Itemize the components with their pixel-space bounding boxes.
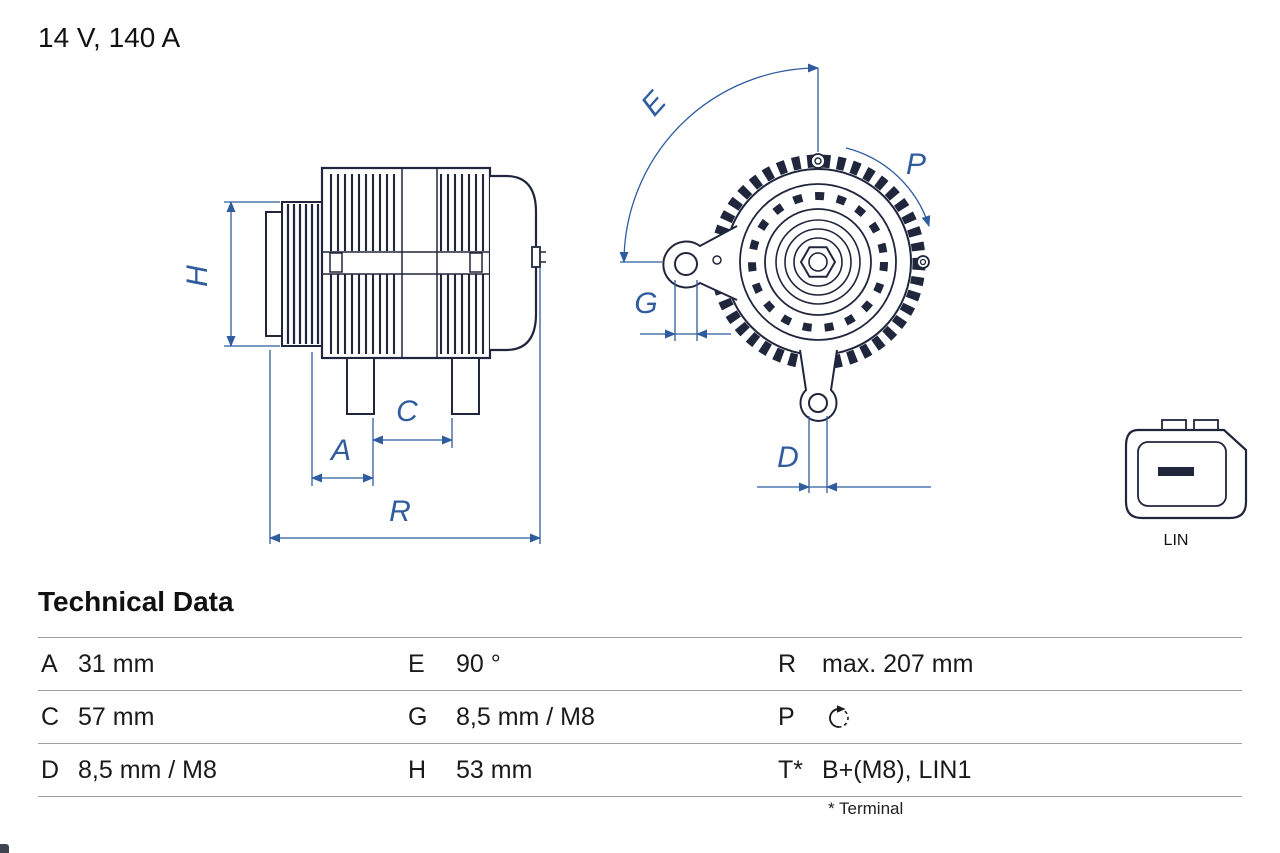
tech-key-cell: A [41, 649, 58, 678]
technical-data-title: Technical Data [38, 586, 234, 617]
tech-value-cell: 8,5 mm / M8 [78, 755, 217, 784]
right-tab [916, 255, 930, 269]
pulley-side [265, 201, 323, 347]
bottom-mounting-lug [799, 349, 838, 422]
table-row: C 57 mm G 8,5 mm / M8 P [38, 690, 1242, 743]
tech-value-cell: 90 ° [456, 649, 501, 678]
dim-label-A: A [329, 434, 351, 467]
dimension-H [224, 201, 280, 347]
tech-key-cell: G [408, 702, 428, 731]
tech-value-cell: 53 mm [456, 755, 533, 784]
dimension-letters: H A C R E P G D [181, 84, 926, 528]
tech-key-cell: P [778, 702, 795, 731]
tech-key-cell: D [41, 755, 60, 784]
tech-key-cell: C [41, 702, 60, 731]
dim-label-P: P [906, 148, 926, 181]
lin-connector-drawing: LIN [1124, 419, 1248, 549]
dim-label-D: D [777, 441, 799, 474]
alternator-side-view [265, 166, 546, 415]
dimension-A [311, 352, 374, 486]
dimension-P [845, 147, 931, 227]
dimension-E [619, 63, 819, 263]
tech-value-cell: 8,5 mm / M8 [456, 702, 595, 731]
dim-label-R: R [389, 495, 411, 528]
technical-drawing: H A C R E P G D LIN [181, 63, 1248, 549]
tech-value-cell: 31 mm [78, 649, 155, 678]
terminal-footnote: * Terminal [828, 799, 904, 818]
bottom-left-ui-fragment [0, 844, 9, 853]
tech-key-cell: H [408, 755, 427, 784]
rotation-direction-icon [829, 705, 849, 728]
rear-cap-side [490, 174, 546, 352]
connector-pin [1158, 467, 1194, 476]
table-row: D 8,5 mm / M8 H 53 mm T* B+(M8), LIN1 [38, 743, 1242, 796]
tech-key-cell: E [408, 649, 425, 678]
dimension-C [372, 418, 453, 448]
tech-value-cell: B+(M8), LIN1 [822, 755, 972, 784]
alternator-body-side [320, 166, 492, 360]
tech-value-cell: 57 mm [78, 702, 155, 731]
table-row: A 31 mm E 90 ° R max. 207 mm [38, 637, 1242, 690]
mounting-feet-side [346, 357, 480, 415]
technical-data-table: A 31 mm E 90 ° R max. 207 mm C 57 mm G 8… [38, 637, 1242, 797]
tech-key-cell: R [778, 649, 797, 678]
connector-label: LIN [1164, 532, 1189, 549]
dimension-G [640, 280, 731, 341]
dim-label-E: E [635, 84, 674, 122]
dim-label-G: G [634, 287, 657, 320]
tech-value-rotation-cell [822, 703, 1242, 731]
dim-label-H: H [181, 265, 214, 287]
dimension-D [757, 416, 931, 493]
dimension-R [269, 268, 541, 544]
product-rating: 14 V, 140 A [38, 22, 181, 53]
alternator-front-view [662, 153, 930, 422]
pulley-nut [799, 246, 837, 278]
tech-value-cell: max. 207 mm [822, 649, 974, 678]
tech-key-cell: T* [778, 755, 803, 784]
front-view-dimensions [619, 63, 931, 493]
side-view-dimensions [224, 201, 541, 544]
dim-label-C: C [396, 395, 418, 428]
top-tab [810, 153, 826, 169]
